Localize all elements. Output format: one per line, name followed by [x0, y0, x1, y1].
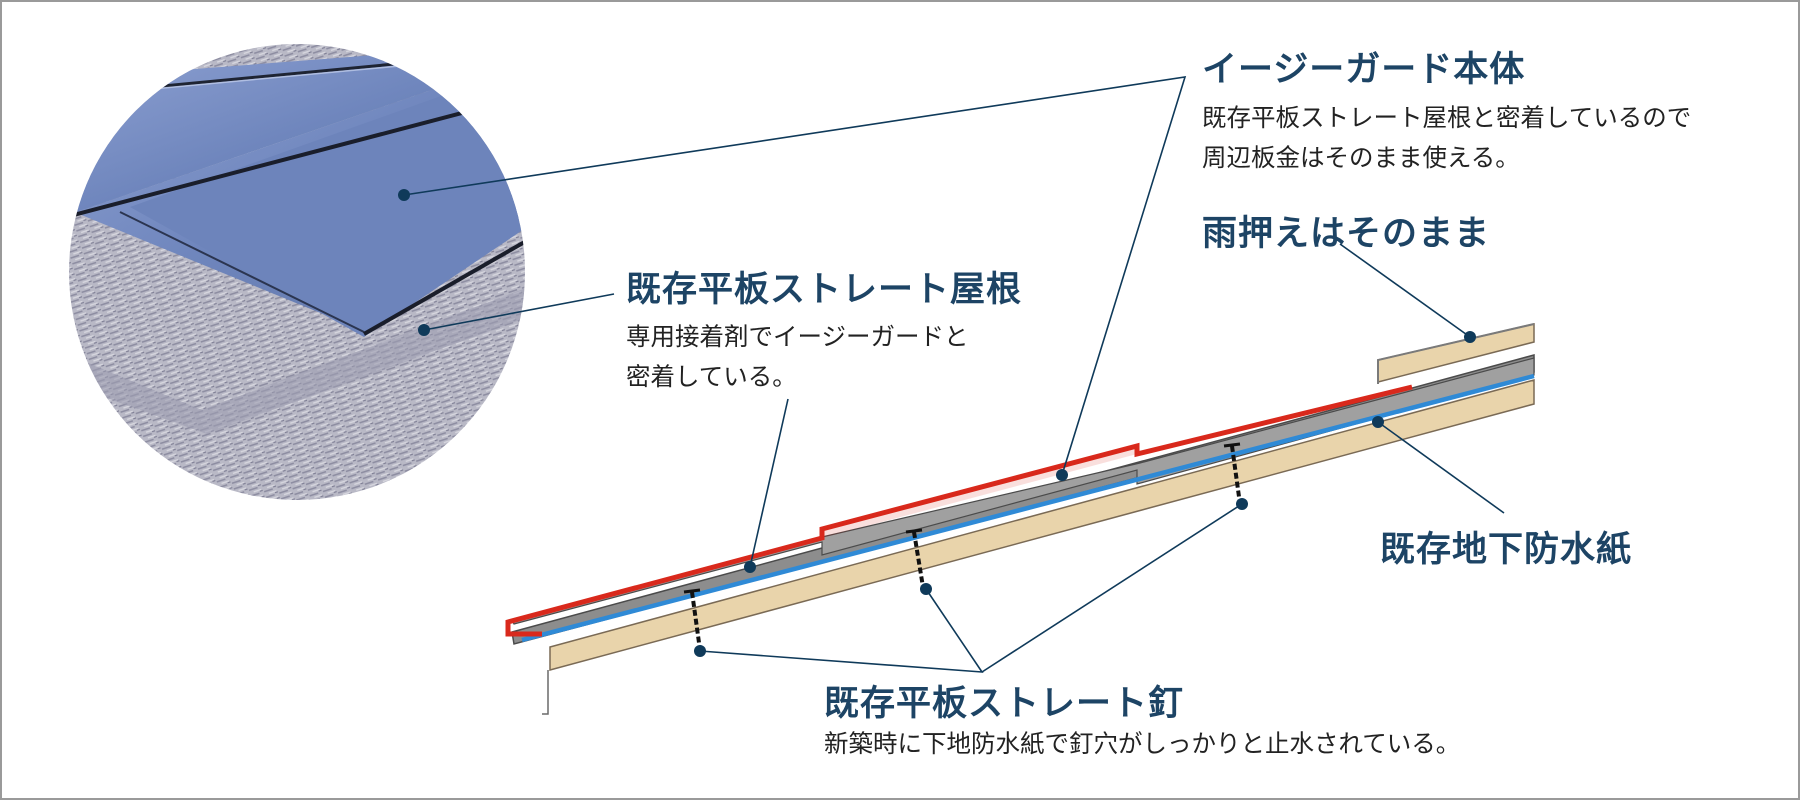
leader-lines — [403, 76, 1505, 673]
nail-1 — [683, 588, 702, 651]
desc-line: 周辺板金はそのまま使える。 — [1202, 143, 1520, 172]
desc-line: 専用接着剤でイージーガードと — [626, 322, 969, 351]
leader-dots — [398, 189, 1476, 657]
roof-board — [549, 379, 1535, 671]
closeup-photo-circle — [69, 44, 525, 500]
desc-line: 既存平板ストレート屋根と密着しているので — [1202, 103, 1692, 132]
label-nails-desc: 新築時に下地防水紙で釘穴がしっかりと止水されている。 — [824, 724, 1460, 764]
desc-line: 新築時に下地防水紙で釘穴がしっかりと止水されている。 — [824, 729, 1461, 758]
nail-2 — [905, 528, 925, 588]
label-easyguard-body-title: イージーガード本体 — [1202, 50, 1526, 90]
roof-cross-section — [505, 323, 1535, 715]
label-underlay-title: 既存地下防水紙 — [1380, 530, 1633, 570]
easyguard-red-line — [505, 384, 1413, 637]
desc-line: 密着している。 — [626, 362, 797, 391]
nail-3 — [1223, 442, 1242, 505]
label-easyguard-body-desc: 既存平板ストレート屋根と密着しているので 周辺板金はそのまま使える。 — [1202, 98, 1691, 178]
underlay-line — [521, 373, 1535, 643]
label-nails-title: 既存平板ストレート釘 — [824, 684, 1185, 724]
rain-flashing-metal — [1377, 323, 1535, 384]
label-existing-roof-desc: 専用接着剤でイージーガードと 密着している。 — [626, 317, 969, 397]
label-existing-roof-title: 既存平板ストレート屋根 — [626, 270, 1023, 310]
label-rain-cover-title: 雨押えはそのまま — [1202, 214, 1491, 254]
